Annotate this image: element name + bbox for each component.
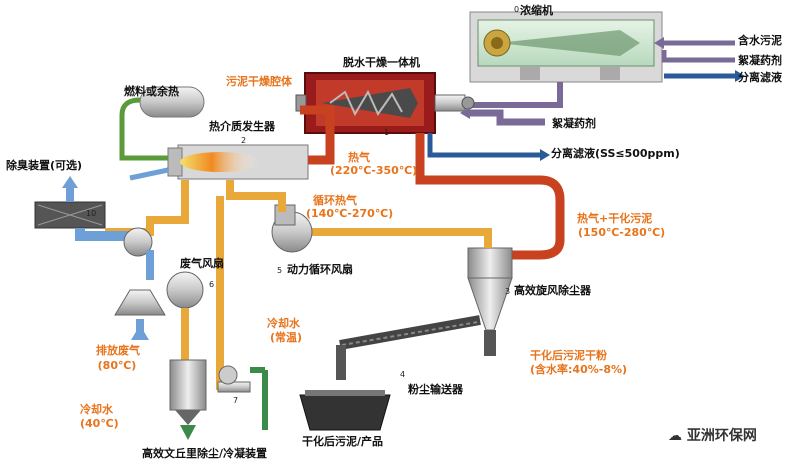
- cooling-water-top-note: (常温): [270, 331, 303, 344]
- heat-generator-label: 热介质发生器: [209, 120, 275, 133]
- circulation-fan: [271, 204, 313, 253]
- venturi-unit: [169, 359, 251, 425]
- powder-conveyor: [336, 315, 481, 380]
- cyclone: [467, 247, 513, 356]
- watermark: ☁ 亚洲环保网: [668, 428, 757, 444]
- exhaust-gas-label: 排放废气: [96, 344, 140, 357]
- conveyor-label: 粉尘输送器: [408, 383, 463, 396]
- circ-fan-label: 动力循环风扇: [287, 263, 353, 276]
- dryer-unit: [295, 72, 475, 134]
- hot-gas-label: 热气: [348, 151, 370, 164]
- number-2: 2: [241, 136, 247, 145]
- concentrator-number: 0: [514, 5, 520, 14]
- hot-gas-pipe: [300, 105, 335, 165]
- number-1: 1: [384, 128, 390, 137]
- number-6: 6: [209, 280, 215, 289]
- cooling-water-bottom-label: 冷却水: [80, 403, 113, 416]
- deodorizer: [34, 176, 106, 229]
- exhaust-fan-label: 废气风扇: [180, 257, 224, 270]
- concentrator-unit: [469, 11, 663, 83]
- cyclone-label: 高效旋风除尘器: [514, 284, 591, 297]
- sludge-chamber-label: 污泥干燥腔体: [226, 75, 292, 88]
- circ-gas-label: 循环热气: [313, 194, 357, 207]
- moisture-label: (含水率:40%-8%): [530, 363, 628, 376]
- wechat-icon: ☁: [668, 428, 687, 444]
- exhaust-fan: [166, 271, 204, 309]
- fuel-label: 燃料或余热: [124, 85, 179, 98]
- circ-gas-temp: (140℃-270℃): [306, 207, 394, 220]
- number-7: 7: [233, 396, 239, 405]
- fan-to-generator-pipe: [226, 180, 286, 212]
- deodorizer-label: 除臭装置(可选): [6, 159, 83, 172]
- flocculant-mid-label: 絮凝药剂: [552, 117, 596, 130]
- product-label: 干化后污泥/产品: [302, 435, 384, 448]
- concentrator-label: 浓缩机: [520, 4, 553, 17]
- hot-gas-sludge-pipe: [415, 133, 565, 260]
- hot-gas-temp: (220℃-350℃): [330, 164, 418, 177]
- hot-gas-sludge-label: 热气+干化污泥: [577, 212, 653, 225]
- number-10: 10: [86, 209, 97, 218]
- concentrator-pipes: [470, 37, 745, 108]
- product-bin: [299, 390, 391, 431]
- filtrate-mid-label: 分离滤液(SS≤500ppm): [551, 147, 680, 160]
- flocculant-mid-pipe: [470, 109, 545, 126]
- exhaust-hood: [114, 289, 166, 340]
- number-4: 4: [400, 370, 406, 379]
- exhaust-temp: (80℃): [97, 359, 137, 372]
- cooling-water-bottom-temp: (40℃): [80, 417, 119, 430]
- dryer-title: 脱水干燥一体机: [343, 56, 420, 69]
- filtrate-mid-pipe: [427, 133, 540, 158]
- venturi-label: 高效文丘里除尘/冷凝装置: [142, 447, 268, 460]
- number-5: 5: [277, 266, 283, 275]
- dried-powder-label: 干化后污泥干粉: [530, 349, 607, 362]
- small-fan: [123, 227, 153, 257]
- generator-exhaust-pipe: [105, 180, 189, 236]
- deodorizer-pipe: [75, 228, 130, 241]
- heat-generator: [119, 86, 309, 181]
- circulation-pipe: [300, 228, 492, 248]
- hot-gas-sludge-temp: (150℃-280℃): [578, 226, 666, 239]
- filtrate-top-label: 分离滤液: [738, 71, 782, 84]
- wet-sludge-label: 含水污泥: [738, 34, 782, 47]
- number-3: 3: [505, 287, 511, 296]
- flocculant-top-label: 絮凝药剂: [738, 54, 782, 67]
- cooling-water-top-label: 冷却水: [267, 317, 300, 330]
